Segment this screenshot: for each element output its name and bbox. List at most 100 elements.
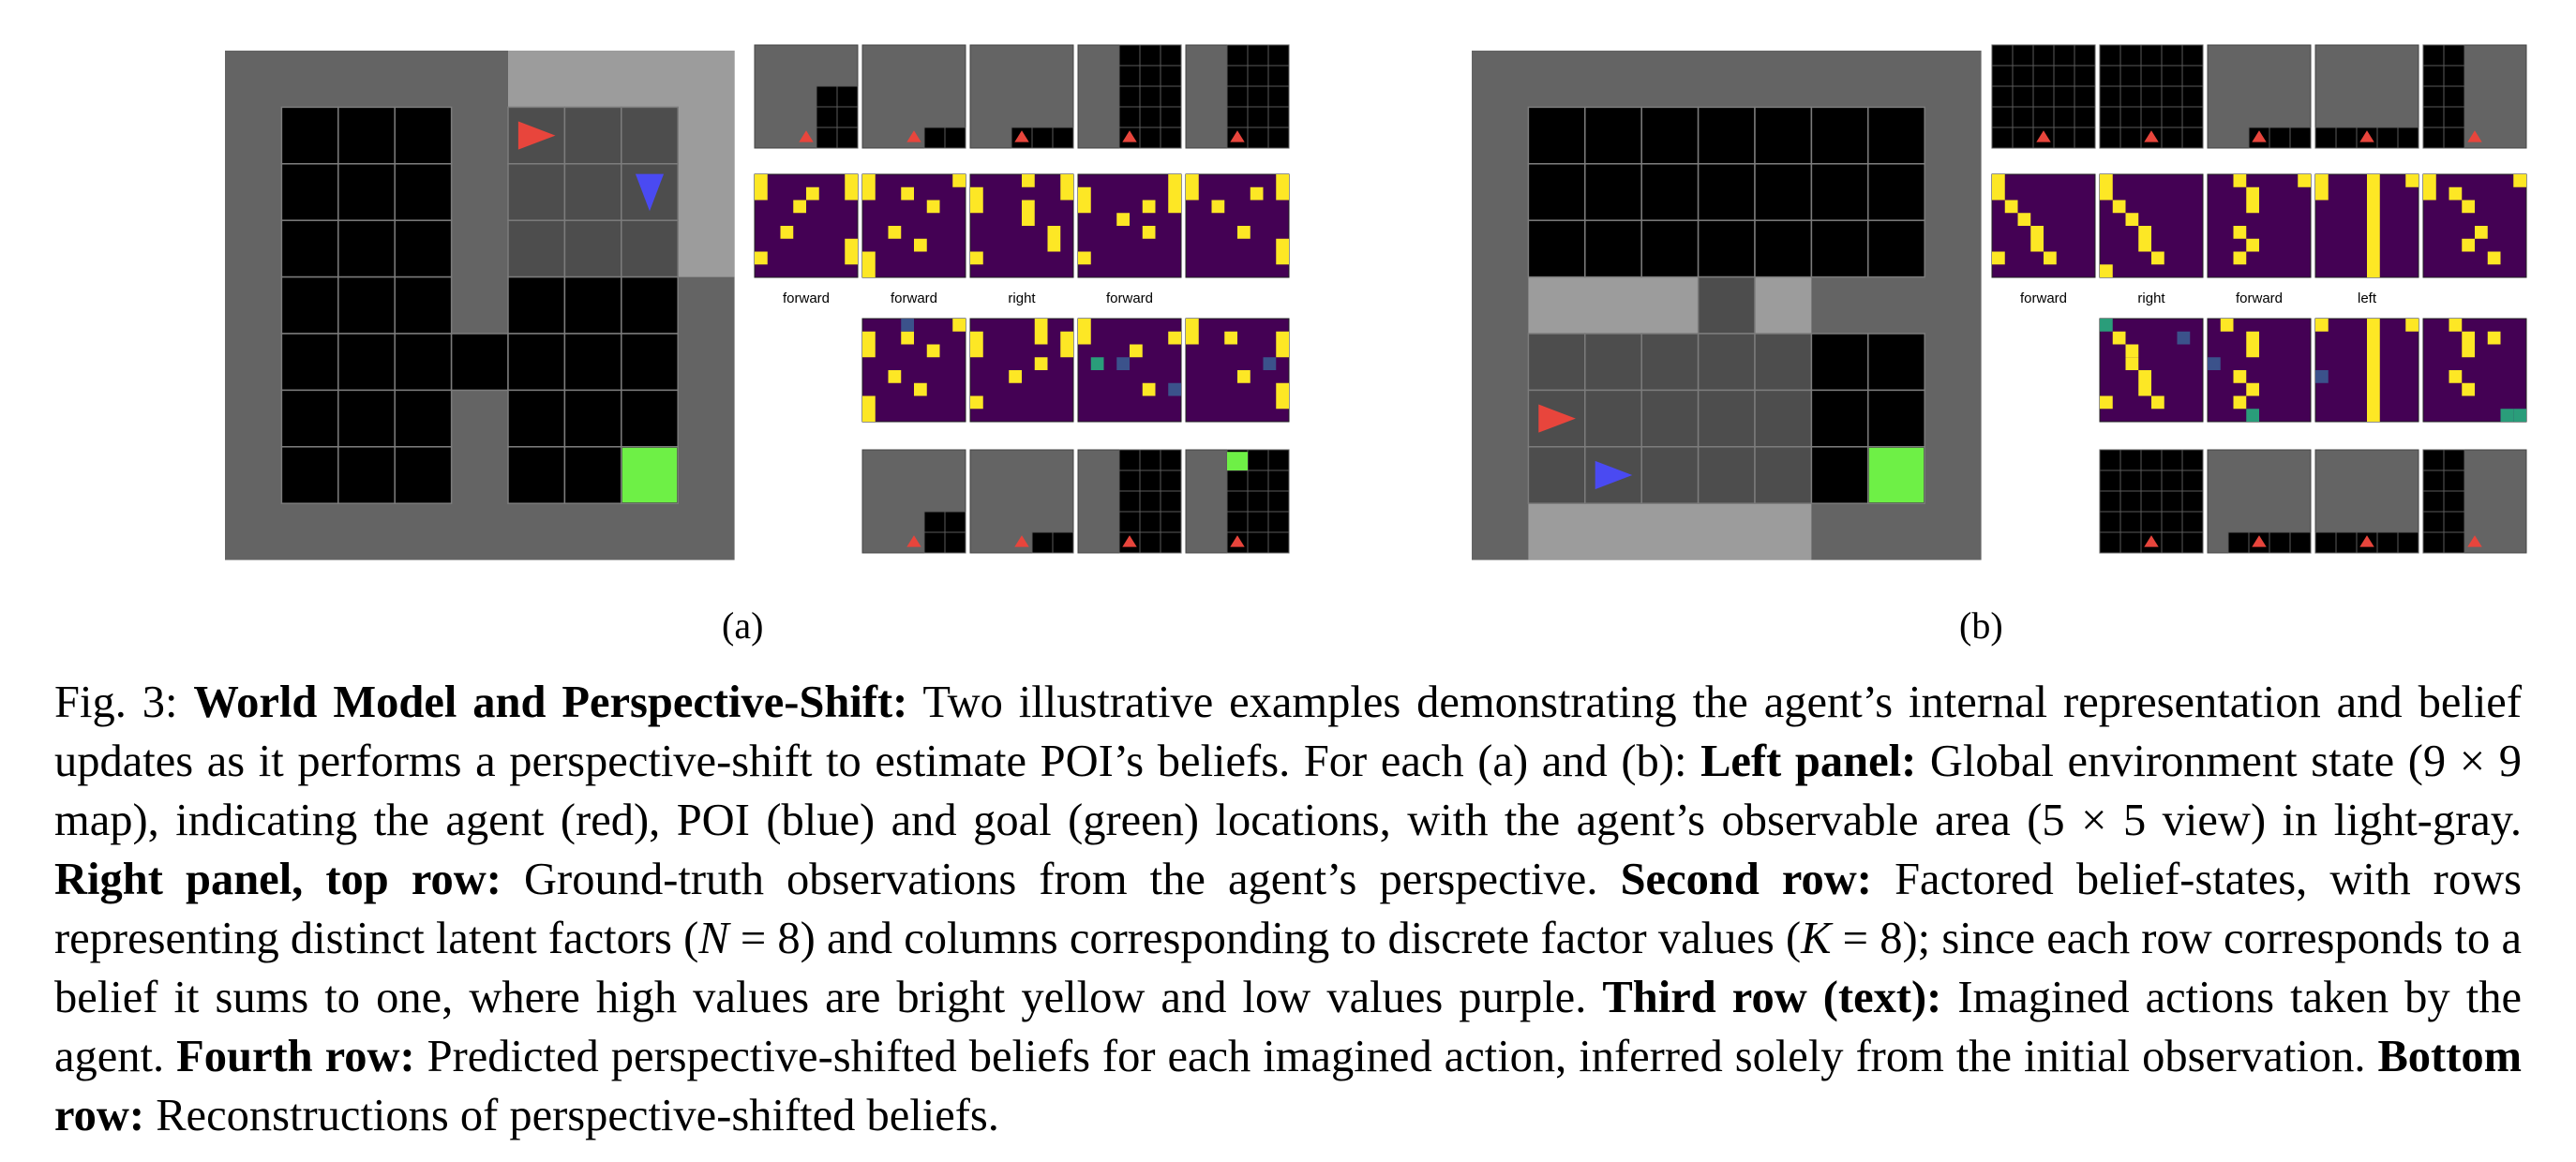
map-cell xyxy=(1697,446,1756,504)
caption-right-top: Right panel, top row: xyxy=(54,855,502,904)
observation-thumbnail xyxy=(1991,44,2096,149)
observation-agent-marker xyxy=(1230,535,1245,547)
observation-agent-marker xyxy=(1122,535,1137,547)
map-cell xyxy=(1810,106,1869,165)
map-cell xyxy=(563,219,622,278)
belief-cell xyxy=(1992,174,2005,201)
belief-cell xyxy=(1168,382,1181,396)
caption-third-row: Third row (text): xyxy=(1602,973,1942,1022)
belief-cell xyxy=(2462,331,2475,345)
belief-cell xyxy=(970,331,983,358)
belief-cell xyxy=(2233,174,2247,187)
map-cell xyxy=(1527,446,1586,504)
belief-cell xyxy=(1009,370,1022,383)
observation-thumbnail xyxy=(2314,449,2419,554)
belief-cell xyxy=(2462,200,2475,214)
belief-state-thumbnail xyxy=(2207,318,2312,423)
observation-agent-marker xyxy=(1014,130,1029,142)
belief-cell xyxy=(2044,251,2057,265)
observation-agent-marker xyxy=(2467,130,2482,142)
caption-text-4a: Factored belief-states, with rows repres… xyxy=(54,855,2522,963)
belief-cell xyxy=(2487,251,2501,265)
caption-fourth-row: Fourth row: xyxy=(176,1032,415,1081)
belief-cell xyxy=(2315,370,2329,383)
figure-caption: Fig. 3: World Model and Perspective-Shif… xyxy=(54,673,2522,1145)
map-cell xyxy=(1527,106,1586,165)
map-cell xyxy=(563,333,622,392)
observation-agent-marker xyxy=(906,130,921,142)
belief-state-thumbnail xyxy=(861,173,966,278)
belief-cell xyxy=(755,174,768,201)
map-cell xyxy=(394,163,453,221)
belief-cell xyxy=(1022,174,1035,187)
caption-text-2: Global environment state (9 × 9 map), in… xyxy=(54,737,2522,845)
imagined-action-label: forward xyxy=(891,290,937,306)
belief-cell xyxy=(2246,382,2259,396)
imagined-action-label: forward xyxy=(2236,290,2283,306)
caption-left-panel: Left panel: xyxy=(1700,737,1917,786)
belief-state-thumbnail xyxy=(969,173,1074,278)
map-cell xyxy=(337,276,396,335)
goal-marker xyxy=(1868,447,1925,503)
belief-cell xyxy=(970,251,983,265)
map-cell xyxy=(1640,446,1700,504)
belief-cell xyxy=(970,395,983,410)
map-cell xyxy=(1867,333,1925,392)
belief-state-thumbnail xyxy=(1077,173,1182,278)
belief-cell xyxy=(862,331,876,358)
belief-cell xyxy=(2449,319,2463,332)
observable-area xyxy=(1528,503,1812,560)
environment-map xyxy=(280,106,679,504)
belief-cell xyxy=(1276,174,1289,201)
caption-n-var: N xyxy=(698,914,729,963)
belief-state-thumbnail xyxy=(2099,318,2204,423)
belief-cell xyxy=(2151,251,2164,265)
map-cell xyxy=(507,219,566,278)
observation-agent-marker xyxy=(2467,535,2482,547)
environment-map xyxy=(1527,106,1925,504)
belief-cell xyxy=(1263,357,1277,370)
belief-cell xyxy=(2246,186,2259,201)
map-cell xyxy=(621,276,679,335)
imagined-action-label: forward xyxy=(2020,290,2067,306)
belief-cell xyxy=(2030,226,2044,252)
map-cell xyxy=(280,446,339,504)
belief-cell xyxy=(2246,331,2259,345)
map-cell xyxy=(394,389,453,448)
observation-agent-marker xyxy=(906,535,921,547)
belief-cell xyxy=(2367,174,2380,277)
map-cell xyxy=(621,219,679,278)
map-cell xyxy=(621,106,679,165)
belief-cell xyxy=(1130,344,1143,358)
map-cell xyxy=(1754,163,1813,221)
belief-cell xyxy=(2462,238,2475,252)
belief-cell xyxy=(1078,251,1091,265)
observation-thumbnail xyxy=(969,44,1074,149)
belief-cell xyxy=(1250,186,1264,201)
map-cell xyxy=(563,276,622,335)
belief-cell xyxy=(1992,251,2005,265)
map-cell xyxy=(337,446,396,504)
belief-cell xyxy=(1047,226,1061,252)
map-cell xyxy=(507,446,566,504)
belief-state-thumbnail xyxy=(2314,318,2419,423)
map-cell xyxy=(394,446,453,504)
belief-state-thumbnail xyxy=(861,318,966,423)
map-cell xyxy=(1697,106,1756,165)
belief-cell xyxy=(2100,264,2113,277)
belief-cell xyxy=(1142,382,1156,396)
map-cell xyxy=(1867,163,1925,221)
belief-cell xyxy=(1078,186,1091,214)
map-cell xyxy=(1527,163,1586,221)
belief-cell xyxy=(845,238,858,265)
belief-state-thumbnail xyxy=(2207,173,2312,278)
map-cell xyxy=(1754,106,1813,165)
map-cell xyxy=(1810,219,1869,278)
caption-text-4b: ) and columns corresponding to discrete … xyxy=(800,914,1802,963)
observation-thumbnail xyxy=(969,449,1074,554)
poi-marker xyxy=(1595,460,1633,490)
belief-cell xyxy=(2233,251,2247,265)
imagined-action-label: forward xyxy=(1106,290,1153,306)
